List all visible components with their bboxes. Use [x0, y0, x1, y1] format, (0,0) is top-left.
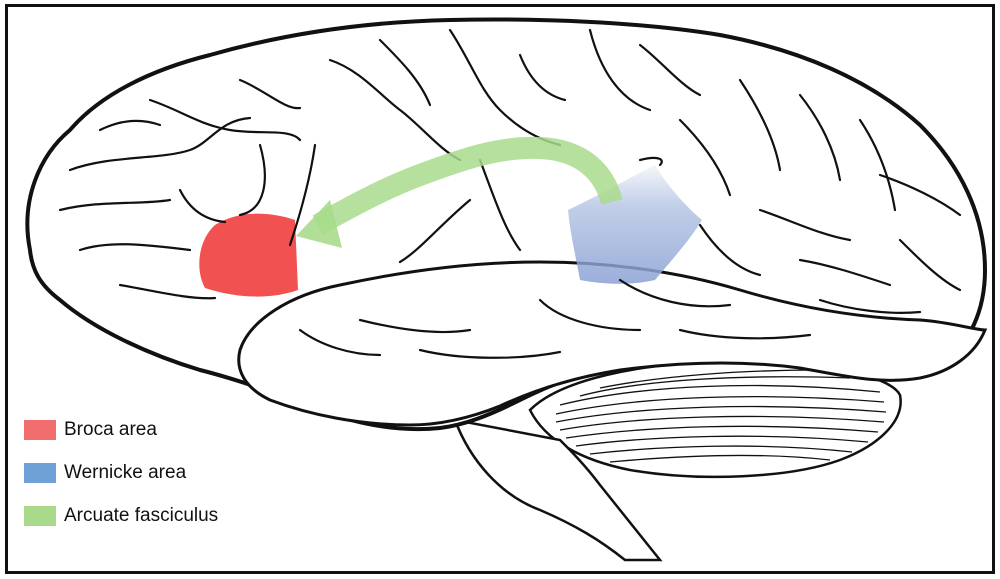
legend-item-broca: Broca area — [24, 418, 218, 442]
cerebellum-folia — [555, 369, 887, 463]
legend-label-arcuate: Arcuate fasciculus — [64, 505, 219, 526]
temporal-lobe — [237, 260, 988, 427]
arcuate-fasciculus-arrowhead — [296, 200, 342, 248]
broca-area-region — [199, 213, 298, 297]
arcuate-swatch — [24, 506, 56, 526]
legend-label-wernicke: Wernicke area — [64, 462, 187, 483]
arcuate-fasciculus-path — [312, 136, 623, 235]
legend: Broca area Wernicke area Arcuate fascicu… — [24, 418, 218, 547]
legend-label-broca: Broca area — [64, 419, 157, 440]
wernicke-swatch — [24, 463, 56, 483]
brainstem — [453, 418, 663, 562]
legend-item-arcuate: Arcuate fasciculus — [24, 504, 218, 528]
legend-item-wernicke: Wernicke area — [24, 461, 218, 485]
broca-swatch — [24, 420, 56, 440]
